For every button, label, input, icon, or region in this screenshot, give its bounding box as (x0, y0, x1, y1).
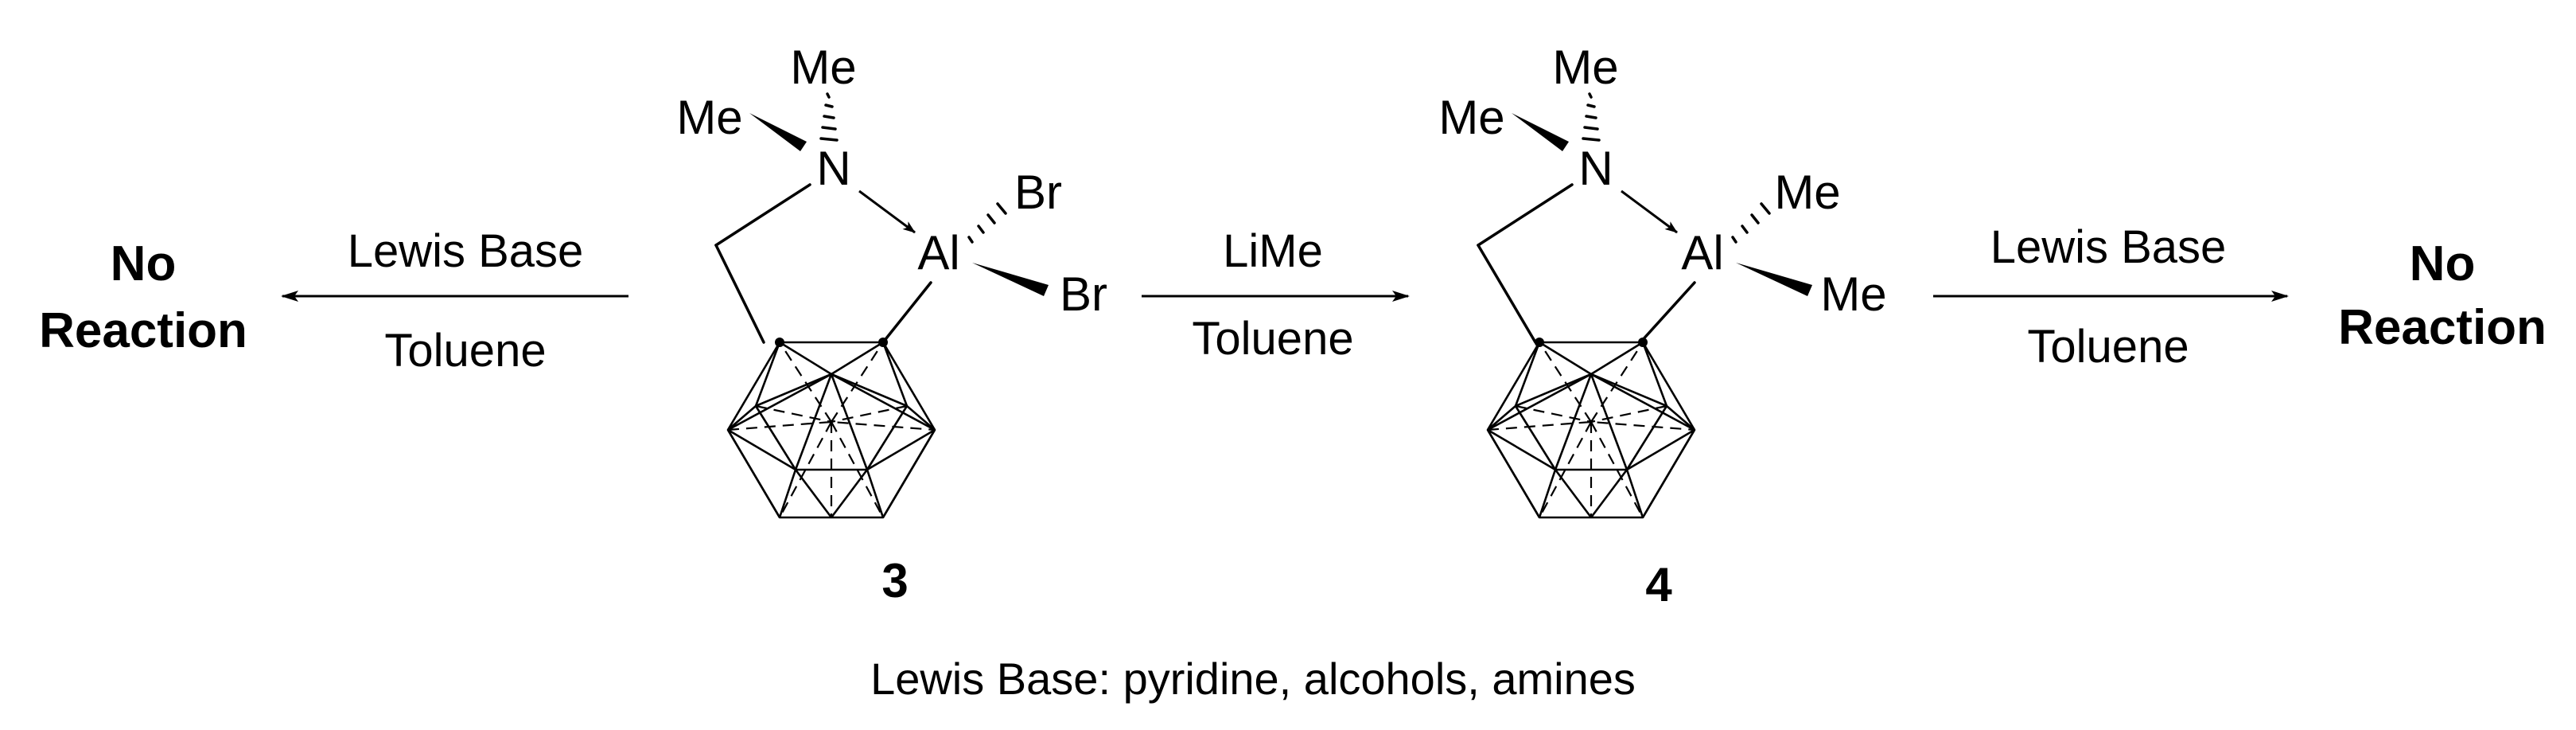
left-outcome-line1: No (111, 236, 177, 291)
compound-4-al-substituent-top: Me (1774, 166, 1840, 219)
compound-3-solid-wedge (749, 113, 807, 151)
compound-3-aluminum: Al (917, 226, 959, 279)
left-arrow-solvent: Toluene (384, 325, 546, 377)
compound-3-al-substituent-bottom: Br (1060, 267, 1107, 321)
compound-4-aluminum: Al (1681, 226, 1723, 279)
left-arrow-reagent: Lewis Base (348, 225, 584, 277)
middle-arrow-solvent: Toluene (1192, 313, 1353, 365)
compound-3-dative-bond (858, 189, 916, 234)
compound-4-dative-bond (1621, 189, 1678, 234)
right-arrow-solvent: Toluene (2027, 321, 2189, 373)
compound-4-n-methyl-top: Me (1552, 41, 1618, 94)
compound-4-structure: Me Me N Al Me Me (1438, 41, 1887, 519)
compound-3-nitrogen: N (816, 142, 850, 195)
compound-3-structure: Me Me N Al Br Br (676, 41, 1107, 519)
compound-4-n-methyl-left: Me (1438, 91, 1504, 144)
compound-3-n-methyl-top: Me (790, 41, 856, 94)
compound-3-n-methyl-left: Me (676, 91, 742, 144)
middle-arrow-reagent: LiMe (1223, 225, 1323, 277)
compound-4-al-substituent-bottom: Me (1820, 267, 1886, 321)
right-outcome-line1: No (2410, 236, 2476, 291)
compound-4-nitrogen: N (1578, 142, 1613, 195)
lewis-base-footnote: Lewis Base: pyridine, alcohols, amines (870, 654, 1636, 704)
compound-3-label: 3 (881, 554, 908, 607)
right-outcome-line2: Reaction (2338, 300, 2547, 355)
compound-3-hashed-wedge (819, 92, 839, 142)
compound-4-label: 4 (1645, 558, 1672, 611)
right-arrow-reagent: Lewis Base (1990, 221, 2227, 273)
left-outcome-line2: Reaction (39, 303, 247, 358)
compound-3-al-substituent-top: Br (1014, 166, 1062, 219)
